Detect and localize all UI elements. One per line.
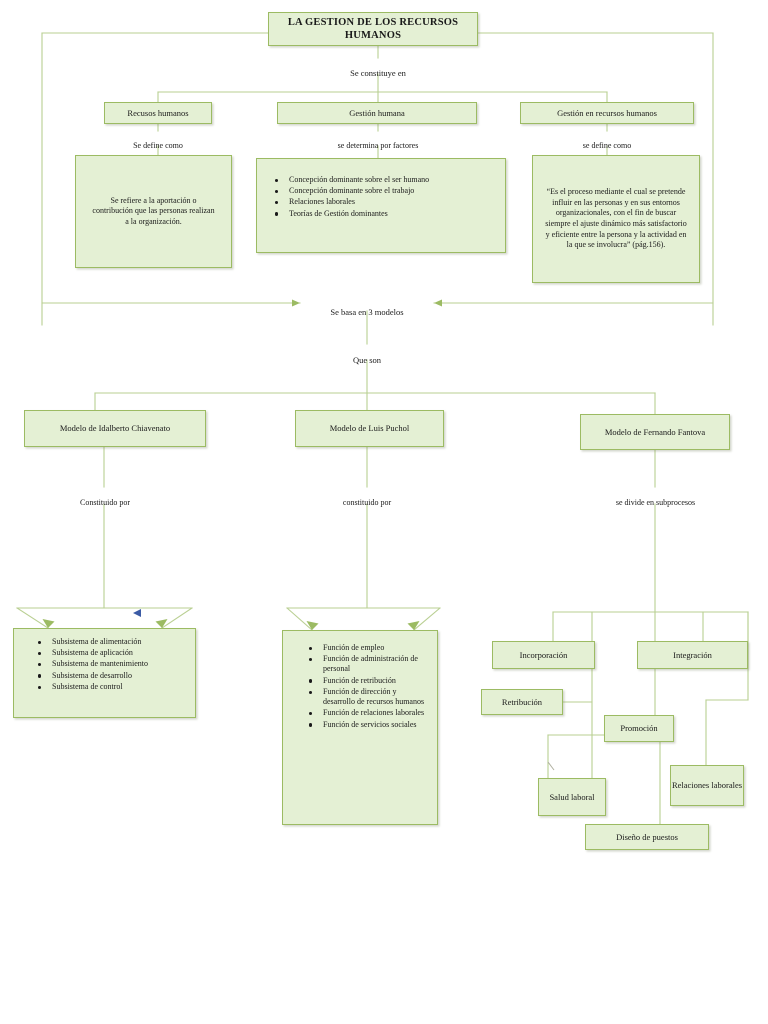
list-item: Función de administración de personal	[309, 654, 429, 674]
box-relaciones-laborales: Relaciones laborales	[670, 765, 744, 806]
label-se-define-como-left: Se define como	[133, 140, 183, 150]
list-item: Subsistema de aplicación	[38, 648, 148, 658]
label-constituido-por-mid: constituido por	[342, 497, 392, 507]
label-se-determina-por-factores: se determina por factores	[337, 140, 419, 150]
label-constituido-por-left: Constituido por	[79, 497, 130, 507]
stray-arrow-marker	[133, 609, 141, 617]
list-item: Subsistema de alimentación	[38, 637, 148, 647]
box-modelo-fantova: Modelo de Fernando Fantova	[580, 414, 730, 450]
title-box: LA GESTION DE LOS RECURSOS HUMANOS	[268, 12, 478, 46]
gestion-quote-text: “Es el proceso mediante el cual se prete…	[545, 187, 687, 250]
puchol-functions-list: Función de empleo Función de administrac…	[297, 643, 429, 731]
box-modelo-chiavenato: Modelo de Idalberto Chiavenato	[24, 410, 206, 447]
box-integracion: Integración	[637, 641, 748, 669]
box-retribucion: Retribución	[481, 689, 563, 715]
box-gestion-quote: “Es el proceso mediante el cual se prete…	[532, 155, 700, 283]
list-item: Función de retribución	[309, 676, 429, 686]
list-item: Concepción dominante sobre el trabajo	[274, 186, 429, 196]
title-text: LA GESTION DE LOS RECURSOS HUMANOS	[287, 16, 459, 41]
factores-list: Concepción dominante sobre el ser humano…	[263, 175, 429, 220]
box-recursos-humanos: Recusos humanos	[104, 102, 212, 124]
label-se-basa-en-3-modelos: Se basa en 3 modelos	[330, 307, 404, 318]
box-modelo-puchol: Modelo de Luis Puchol	[295, 410, 444, 447]
label-que-son: Que son	[352, 355, 382, 366]
list-item: Función de empleo	[309, 643, 429, 653]
recursos-humanos-definition-text: Se refiere a la aportación o contribució…	[92, 196, 215, 226]
label-se-define-como-right: se define como	[582, 140, 632, 150]
box-gestion-humana: Gestión humana	[277, 102, 477, 124]
box-puchol-functions: Función de empleo Función de administrac…	[282, 630, 438, 825]
box-salud-laboral: Salud laboral	[538, 778, 606, 816]
label-se-constituye-en: Se constituye en	[350, 68, 406, 79]
list-item: Teorías de Gestión dominantes	[274, 209, 429, 219]
list-item: Concepción dominante sobre el ser humano	[274, 175, 430, 184]
list-item: Subsistema de desarrollo	[38, 671, 148, 681]
list-item: Función de relaciones laborales	[309, 708, 429, 718]
box-diseno-de-puestos: Diseño de puestos	[585, 824, 709, 850]
list-item: Función de dirección y desarrollo de rec…	[309, 687, 429, 707]
box-gestion-en-recursos-humanos: Gestión en recursos humanos	[520, 102, 694, 124]
box-factores-list: Concepción dominante sobre el ser humano…	[256, 158, 506, 253]
chiavenato-subsystems-list: Subsistema de alimentación Subsistema de…	[26, 637, 148, 693]
box-recursos-humanos-definition: Se refiere a la aportación o contribució…	[75, 155, 232, 268]
list-item: Subsistema de control	[38, 682, 148, 692]
list-item: Subsistema de mantenimiento	[38, 659, 148, 669]
box-chiavenato-subsystems: Subsistema de alimentación Subsistema de…	[13, 628, 196, 718]
box-incorporacion: Incorporación	[492, 641, 595, 669]
list-item: Relaciones laborales	[274, 197, 429, 207]
list-item: Función de servicios sociales	[309, 720, 429, 730]
label-se-divide-en-subprocesos: se divide en subprocesos	[615, 497, 696, 507]
box-promocion: Promoción	[604, 715, 674, 742]
